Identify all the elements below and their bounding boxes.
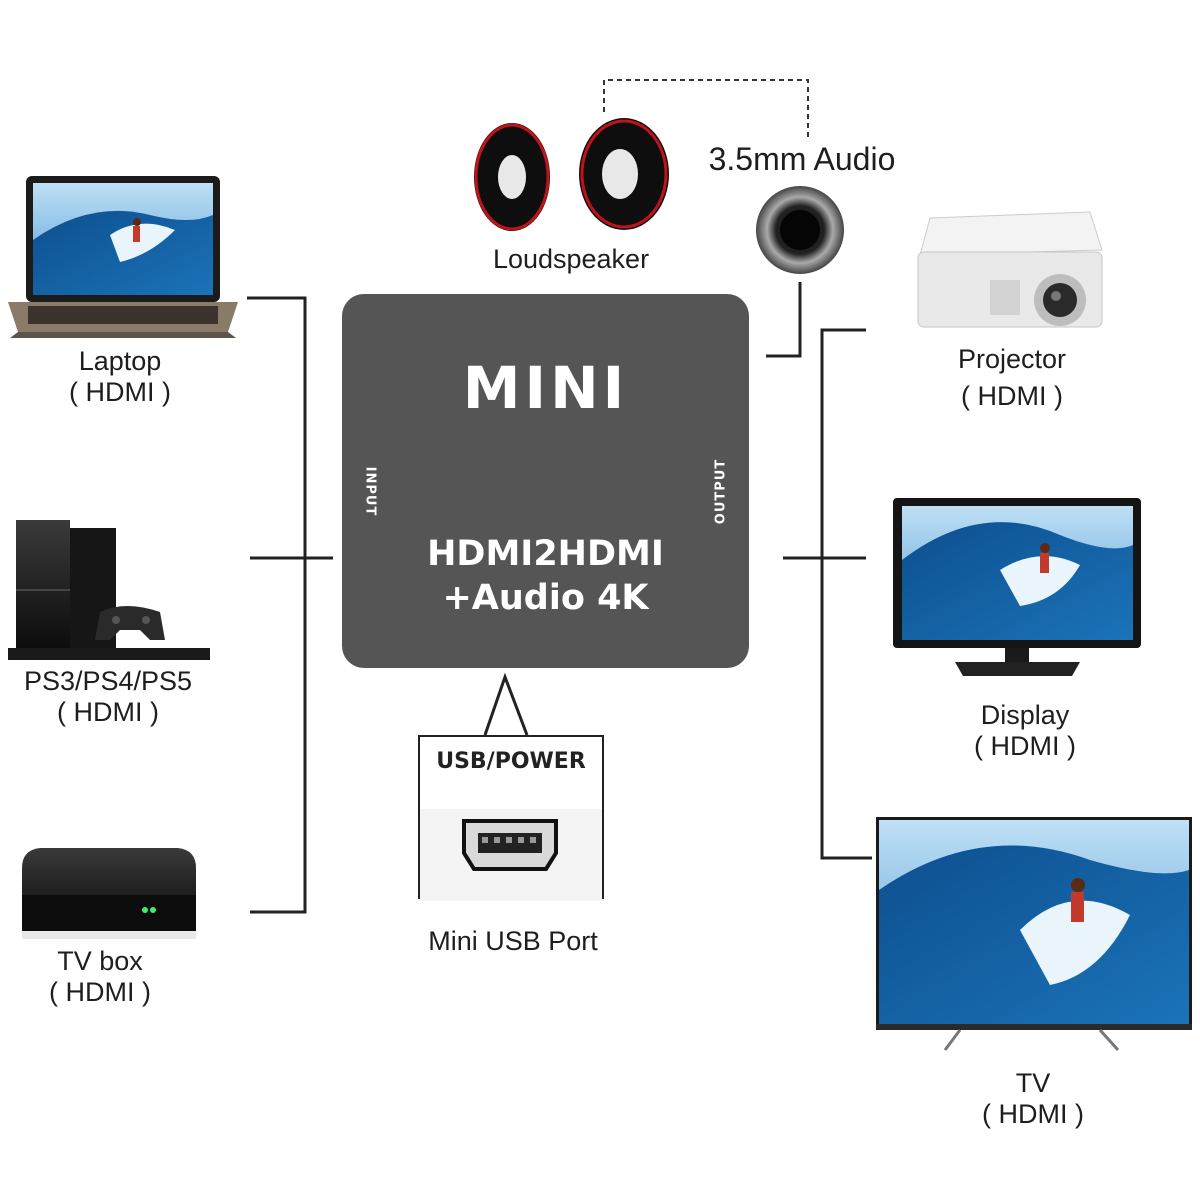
display-label: Display ( HDMI ) xyxy=(925,700,1125,762)
device-model: HDMI2HDMI +Audio 4K xyxy=(342,532,749,620)
input-connector-lines xyxy=(247,296,333,914)
input-port-label: INPUT xyxy=(362,466,378,517)
console-name: PS3/PS4/PS5 xyxy=(23,666,193,696)
device-brand: MINI xyxy=(462,354,629,422)
projector-icon xyxy=(917,211,1103,328)
display-name: Display xyxy=(980,700,1070,730)
laptop-name: Laptop xyxy=(78,346,162,376)
loudspeaker-icon xyxy=(474,118,669,231)
projector-name: Projector xyxy=(957,344,1067,374)
tv-label: TV ( HDMI ) xyxy=(933,1068,1133,1130)
laptop-label: Laptop ( HDMI ) xyxy=(20,346,220,408)
tv-icon xyxy=(876,817,1192,1052)
audio-jack-icon xyxy=(756,186,844,274)
usb-power-card: USB/POWER xyxy=(418,735,604,901)
device-model-line2: +Audio 4K xyxy=(442,578,649,618)
device-model-line1: HDMI2HDMI xyxy=(427,534,664,574)
usb-connector-line xyxy=(483,672,529,736)
tv-box-port: ( HDMI ) xyxy=(49,977,151,1007)
output-connector-lines xyxy=(783,328,872,860)
audio-connector-line xyxy=(766,282,802,358)
laptop-icon xyxy=(8,176,238,338)
monitor-icon xyxy=(893,498,1141,676)
speaker-dashed-link xyxy=(603,79,809,140)
projector-label: Projector ( HDMI ) xyxy=(912,344,1112,412)
display-port: ( HDMI ) xyxy=(974,731,1076,761)
tv-box-label: TV box ( HDMI ) xyxy=(0,946,200,1008)
audio-jack-label: 3.5mm Audio xyxy=(708,141,896,177)
loudspeaker-label: Loudspeaker xyxy=(492,244,650,274)
tv-box-icon xyxy=(22,848,196,939)
usb-card-title: USB/POWER xyxy=(436,749,586,774)
output-port-label: OUTPUT xyxy=(713,458,729,525)
mini-usb-port-icon xyxy=(420,809,602,901)
hdmi-converter-device: MINI HDMI2HDMI +Audio 4K INPUT OUTPUT xyxy=(342,294,749,668)
console-port: ( HDMI ) xyxy=(57,697,159,727)
usb-caption: Mini USB Port xyxy=(428,926,598,956)
game-console-icon xyxy=(8,520,210,660)
tv-box-name: TV box xyxy=(57,946,143,976)
projector-port: ( HDMI ) xyxy=(961,381,1063,411)
tv-port: ( HDMI ) xyxy=(982,1099,1084,1129)
tv-name: TV xyxy=(1015,1068,1051,1098)
console-label: PS3/PS4/PS5 ( HDMI ) xyxy=(8,666,208,728)
laptop-port: ( HDMI ) xyxy=(69,377,171,407)
